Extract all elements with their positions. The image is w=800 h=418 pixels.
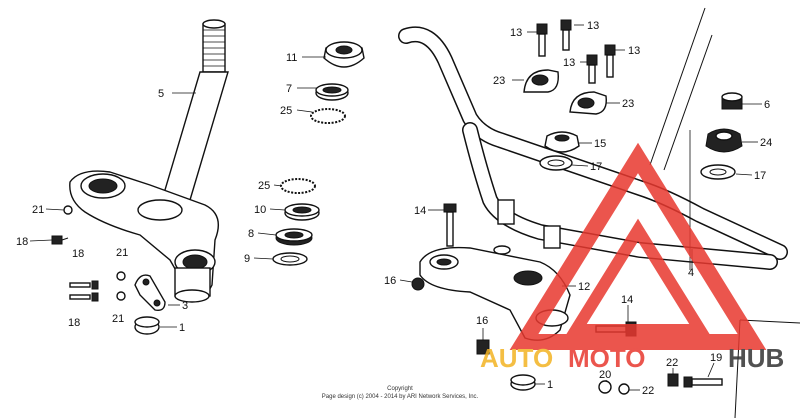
bolt-13-d — [604, 44, 616, 78]
label-part-1-a: 1 — [179, 322, 185, 334]
cap-1-b — [510, 374, 536, 391]
frame-lines — [649, 7, 800, 418]
nut-22-a — [667, 373, 679, 387]
label-part-18-a: 18 — [16, 236, 28, 248]
washer-20 — [598, 380, 612, 394]
label-part-12: 12 — [578, 281, 590, 293]
steering-stem — [161, 19, 229, 201]
bolt-13-c — [586, 54, 598, 84]
bolt-19 — [683, 376, 723, 388]
bolt-18-c — [69, 292, 99, 302]
cap-6 — [721, 92, 743, 110]
label-part-19: 19 — [710, 352, 722, 364]
label-part-23-b: 23 — [622, 98, 634, 110]
label-part-21-a: 21 — [32, 204, 44, 216]
bolt-13-b — [560, 19, 572, 51]
washer-22-b — [618, 383, 630, 395]
copyright-line-1: Copyright — [387, 386, 413, 392]
label-part-13-b: 13 — [587, 20, 599, 32]
label-part-16-a: 16 — [384, 275, 396, 287]
cap-1-a — [134, 316, 160, 335]
label-part-5: 5 — [158, 88, 164, 100]
label-part-1-b: 1 — [547, 379, 553, 391]
nut-11 — [323, 41, 365, 68]
seal-8 — [275, 228, 313, 246]
washer-17-b — [700, 164, 736, 180]
label-part-23-a: 23 — [493, 75, 505, 87]
label-part-20: 20 — [599, 369, 611, 381]
label-part-3: 3 — [182, 300, 188, 312]
label-part-4: 4 — [688, 267, 694, 279]
race-10 — [284, 203, 320, 221]
label-part-25-a: 25 — [280, 105, 292, 117]
label-part-18-c: 18 — [68, 317, 80, 329]
label-part-15: 15 — [594, 138, 606, 150]
label-part-22-a: 22 — [666, 357, 678, 369]
holder-23-a — [523, 69, 559, 93]
label-part-17-a: 17 — [590, 161, 602, 173]
bolt-14-a — [443, 203, 457, 247]
label-part-8: 8 — [248, 228, 254, 240]
label-part-25-b: 25 — [258, 180, 270, 192]
washer-21-c — [116, 291, 126, 301]
bolt-13-a — [536, 23, 548, 57]
copyright-line-2: Page design (c) 2004 - 2014 by ARI Netwo… — [322, 394, 479, 400]
label-part-7: 7 — [286, 83, 292, 95]
holder-23-b — [569, 91, 607, 115]
label-part-13-a: 13 — [510, 27, 522, 39]
label-part-13-d: 13 — [628, 45, 640, 57]
nut-15 — [544, 131, 580, 153]
label-part-14-a: 14 — [414, 205, 426, 217]
nut-24 — [705, 128, 743, 153]
clamp-3 — [134, 274, 166, 312]
automotohub-watermark: AUTO MOTO HUB — [480, 142, 784, 373]
label-part-22-b: 22 — [642, 385, 654, 397]
label-part-18-b: 18 — [72, 248, 84, 260]
label-part-24: 24 — [760, 137, 772, 149]
part-labels: 5 11 7 25 25 10 8 9 21 18 18 18 21 21 3 … — [16, 20, 772, 397]
label-part-10: 10 — [254, 204, 266, 216]
label-part-6: 6 — [764, 99, 770, 111]
washer-21-a — [63, 205, 73, 215]
label-part-11: 11 — [286, 52, 297, 64]
race-7 — [315, 83, 349, 101]
copyright-block: Copyright Page design (c) 2004 - 2014 by… — [322, 386, 479, 400]
label-part-14-b: 14 — [621, 294, 633, 306]
lower-bracket — [69, 170, 219, 303]
label-part-17-b: 17 — [754, 170, 766, 182]
washer-21-b — [116, 271, 126, 281]
label-part-13-c: 13 — [563, 57, 575, 69]
leader-lines — [29, 24, 762, 391]
bolt-18-b — [69, 280, 99, 290]
bolt-18-a — [51, 235, 69, 245]
washer-17-a — [539, 155, 573, 171]
watermark-text-hub: HUB — [728, 343, 784, 373]
label-part-9: 9 — [244, 253, 250, 265]
watermark-triangle-logo — [509, 142, 767, 350]
nut-16-a — [411, 277, 425, 291]
bearing-25-a — [310, 108, 346, 124]
label-part-16-b: 16 — [476, 315, 488, 327]
watermark-text-moto: MOTO — [568, 343, 646, 373]
washer-9 — [272, 252, 308, 266]
label-part-21-b: 21 — [116, 247, 128, 259]
bearing-25-b — [280, 178, 316, 194]
watermark-text-auto: AUTO — [480, 343, 553, 373]
label-part-21-c: 21 — [112, 313, 124, 325]
